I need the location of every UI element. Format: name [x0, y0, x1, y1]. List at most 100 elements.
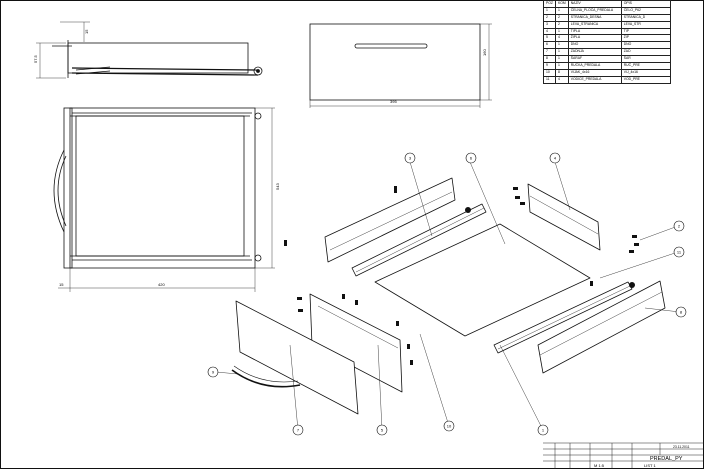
exploded-view: [231, 177, 666, 415]
top-view: [53, 107, 275, 292]
bom-cell: 1: [555, 55, 569, 64]
bom-cell: 8: [543, 55, 556, 64]
back-panel: [527, 183, 601, 251]
bom-cell: LEVA_STR: [620, 20, 671, 29]
front-view: [309, 23, 492, 108]
bom-cell: RUČ_PRE: [620, 62, 671, 70]
dim-front-width: 395: [390, 99, 397, 104]
callout-label: 2: [678, 224, 681, 229]
title-block-title: PREDAL_PY: [650, 456, 683, 462]
front-panel: [235, 300, 359, 415]
bom-cell: 9: [543, 62, 556, 70]
bom-header-cell: NAZIV: [567, 0, 622, 8]
title-block-scale: M 1:5: [594, 463, 605, 468]
bom-cell: ŠARAF: [567, 55, 622, 64]
bom-cell: ČELO_P62: [620, 6, 671, 15]
bom-cell: ŽIPLA: [567, 34, 622, 43]
dim-side-height: 57.5: [33, 54, 38, 63]
bom-cell: VODICE_PREDALA: [567, 75, 622, 84]
bom-cell: 2: [555, 13, 569, 22]
dim-front-height: 160: [482, 49, 487, 56]
dim-top-offset: 15: [59, 282, 64, 287]
callout-balloons: [207, 152, 687, 436]
callout-label: 9: [212, 370, 215, 375]
callout-label: 1: [542, 428, 545, 433]
bom-cell: ČELNA_PLOČA_PREDALA: [567, 6, 622, 15]
bom-cell: 11: [543, 75, 556, 84]
bom-cell: 7: [543, 48, 556, 57]
bom-cell: VIJ_4x16: [620, 68, 671, 77]
bom-cell: LEVA_STRANICA: [567, 20, 622, 29]
bom-cell: DNO: [567, 41, 622, 50]
bom-cell: TIP: [620, 27, 671, 36]
bom-cell: 1: [543, 6, 556, 15]
bom-cell: 1: [555, 6, 569, 15]
dim-top-depth: 543: [275, 183, 280, 190]
callout-label: 6: [470, 156, 473, 161]
bom-cell: 2: [555, 20, 569, 29]
bom-cell: 5: [543, 34, 556, 43]
right-slide: [493, 281, 633, 354]
bom-cell: 1: [555, 41, 569, 50]
bom-cell: ZADNJA: [567, 48, 622, 57]
bom-cell: 4: [543, 27, 556, 36]
bom-cell: TIPLA: [567, 27, 622, 36]
bom-cell: 2: [543, 13, 556, 22]
bom-cell: RUČKA_PREDALA: [567, 62, 622, 70]
bom-cell: VOD_PRE: [620, 75, 671, 84]
bom-header-cell: OPIS: [620, 0, 671, 8]
bom-cell: 4: [555, 34, 569, 43]
bom-header-cell: KOM: [555, 0, 569, 8]
bom-cell: 1: [555, 48, 569, 57]
bom-cell: ŠAR: [620, 55, 671, 64]
callout-label: 8: [680, 310, 683, 315]
right-side-panel: [537, 280, 666, 374]
bom-cell: VIJAK_4x16: [567, 68, 622, 77]
bom-cell: 1: [555, 27, 569, 36]
left-side-panel: [324, 177, 456, 263]
bom-cell: 4: [555, 75, 569, 84]
bom-header-cell: POZ: [543, 0, 556, 8]
bom-cell: ŽIP: [620, 34, 671, 43]
callout-label: 7: [297, 428, 300, 433]
callout-label: 5: [381, 428, 384, 433]
bottom-panel: [374, 223, 591, 337]
bom-cell: 6: [543, 41, 556, 50]
callout-label: 10: [447, 424, 452, 429]
dim-side-small: 15: [84, 29, 89, 34]
bom-cell: ZAD: [620, 48, 671, 57]
bom-cell: 3: [543, 20, 556, 29]
left-slide: [351, 203, 487, 277]
bom-header-row: POZ KOM NAZIV OPIS: [543, 0, 671, 8]
side-view: [36, 21, 263, 79]
title-block-sheet: LIST 1: [644, 463, 656, 468]
bom-cell: DNO: [620, 41, 671, 50]
bom-cell: STRANICA_DESNA: [567, 13, 622, 22]
screws: [284, 186, 639, 365]
callout-label: 11: [677, 250, 682, 255]
callout-label: 3: [409, 156, 412, 161]
callout-label: 4: [554, 156, 557, 161]
bom-cell: 1: [555, 62, 569, 70]
leader-lines: [215, 161, 681, 431]
dim-top-width: 420: [158, 282, 165, 287]
title-block-lines: [543, 442, 704, 469]
bom-cell: STRANICA_D: [620, 13, 671, 22]
bom-cell: 10: [543, 68, 556, 77]
bom-cell: 8: [555, 68, 569, 77]
title-block-date: 23.11.2011: [673, 445, 690, 449]
